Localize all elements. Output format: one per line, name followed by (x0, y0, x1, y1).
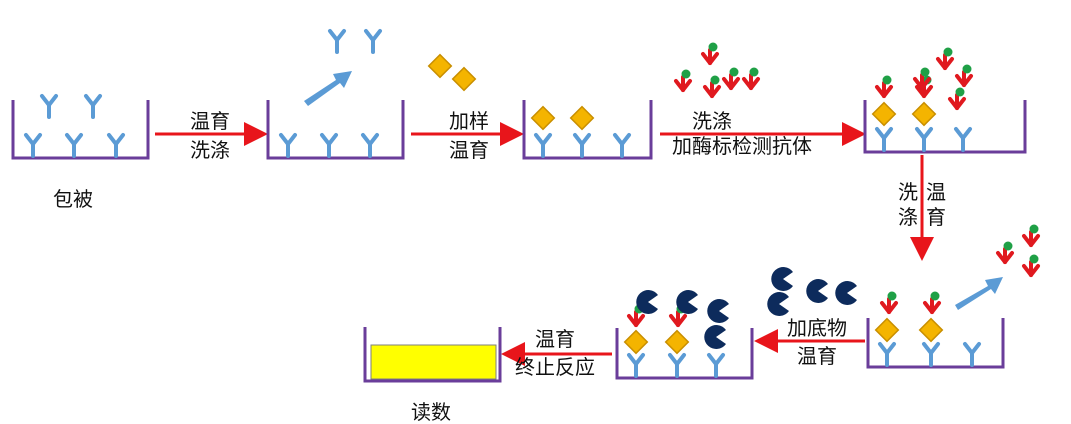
label-coating: 包被 (53, 187, 93, 211)
free-substrate (767, 267, 857, 316)
label-read: 读数 (411, 400, 451, 424)
well-substrate (615, 290, 754, 380)
label-stop-reaction: 终止反应 (515, 355, 595, 379)
yellow-product (370, 344, 497, 380)
label-incubate-2: 温育 (449, 138, 489, 162)
free-antigen (427, 53, 477, 92)
well-coating (11, 94, 150, 160)
label-vertical-wash-2: 涤 (898, 205, 918, 229)
label-wash-2: 洗涤 (692, 109, 732, 133)
label-add-substrate: 加底物 (787, 316, 847, 340)
excess-detection-antibodies (913, 45, 974, 110)
label-wash-1: 洗涤 (190, 138, 230, 162)
well-detection-bound (863, 45, 1027, 154)
label-vertical-incubate-1: 温 (926, 180, 946, 204)
well-antigen-bound (522, 100, 653, 160)
wash-away-arrow (304, 71, 352, 106)
label-incubate-3: 温育 (797, 344, 837, 368)
label-incubate-4: 温育 (535, 327, 575, 351)
label-vertical-wash-1: 洗 (898, 180, 918, 204)
well-readout (363, 327, 502, 383)
capture-antibody (24, 133, 125, 158)
washed-away-detection-antibodies (996, 222, 1041, 277)
wash-away-arrow-2 (955, 277, 1003, 310)
label-add-sample: 加样 (449, 109, 489, 133)
label-add-detection-antibody: 加酶标检测抗体 (672, 134, 812, 158)
free-antibody (40, 94, 102, 119)
well-after-wash-1 (266, 29, 405, 160)
label-vertical-incubate-2: 育 (926, 205, 946, 229)
well-after-wash-2 (866, 222, 1041, 369)
free-detection-antibodies (674, 40, 761, 98)
washed-away-antibody (328, 29, 382, 54)
label-incubate-1: 温育 (190, 109, 230, 133)
